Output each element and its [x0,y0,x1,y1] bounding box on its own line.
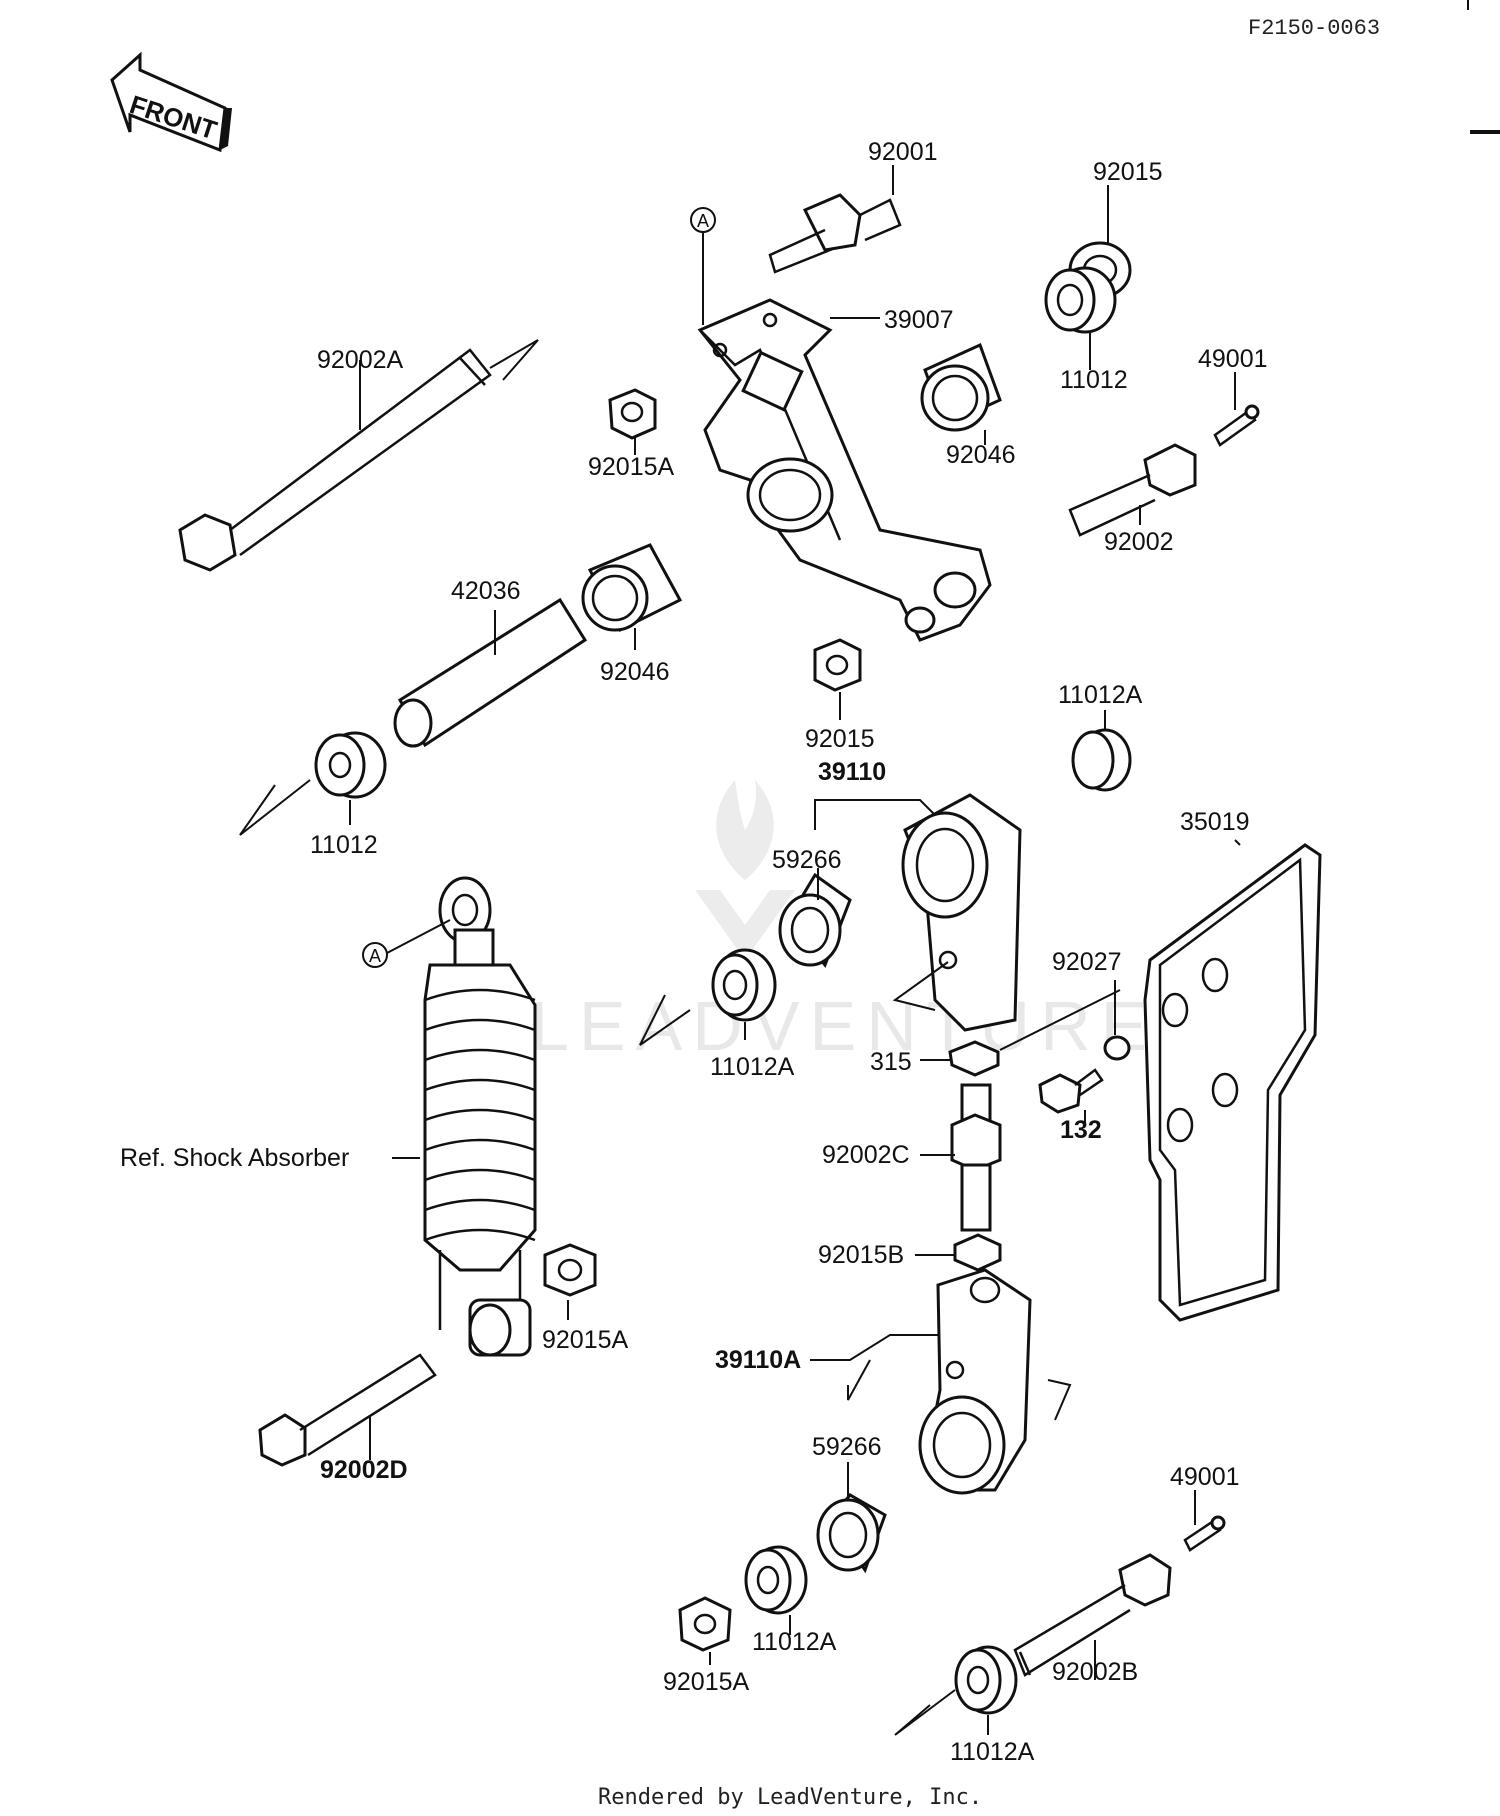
nut-92015A-mid [543,1243,597,1297]
label-39110A: 39110A [715,1346,801,1374]
collar-59266-bottom [816,1493,887,1574]
bolt-92002B [1013,1553,1172,1677]
label-92015A-bottom: 92015A [663,1668,750,1696]
label-92027: 92027 [1052,948,1122,976]
leader-315-cover [999,989,1121,1051]
label-92002A: 92002A [317,346,404,374]
callout-a-shock: A [362,919,451,968]
label-92002C: 92002C [822,1141,910,1169]
sleeve-42036 [393,597,588,748]
label-49001-bottom: 49001 [1170,1463,1240,1491]
label-315: 315 [870,1048,912,1076]
rocker-arm-39007 [697,298,992,642]
collar-59266-top [778,872,852,968]
washer-92027 [1103,1035,1131,1061]
bearing-92046-right [920,342,1002,432]
nut-92015A-top [608,388,657,440]
bushing-11012A-mid [639,948,777,1046]
cover-35019 [1143,843,1322,1322]
label-49001-top: 49001 [1198,345,1268,373]
callout-a-top: A [690,207,716,325]
watermark: LEADVENTURE [530,780,1157,1065]
bushing-11012-left [239,731,387,836]
reference-code: F2150-0063 [1248,16,1380,41]
part-labels: 92001 92015 39007 11012 49001 92002A 920… [120,138,1268,1766]
label-92002B: 92002B [1052,1658,1138,1686]
callout-a-shock-text: A [369,946,381,966]
stud-92002C [950,1083,1002,1232]
bushing-11012A-bottom-1 [744,1545,808,1615]
label-92015-mid: 92015 [805,725,875,753]
label-92046-left: 92046 [600,658,670,686]
label-92015A-top: 92015A [588,453,675,481]
label-59266-bottom: 59266 [812,1433,882,1461]
grease-fitting-49001-bottom [1183,1515,1226,1552]
label-11012A-bottom-1: 11012A [752,1628,837,1656]
footer-credit: Rendered by LeadVenture, Inc. [598,1785,982,1810]
link-rod-39110A [918,1268,1072,1495]
bolt-132 [1038,1068,1104,1114]
grease-fitting-49001-top [1213,404,1260,447]
label-11012A-mid: 11012A [710,1053,795,1081]
bushing-11012A-bottom-2 [894,1645,1018,1736]
label-92046-right: 92046 [946,441,1016,469]
label-59266-top: 59266 [772,846,842,874]
shock-absorber [423,876,537,1357]
bolt-92002 [1068,443,1197,537]
bolt-92001 [768,193,902,274]
bushing-11012A-right [1071,728,1132,792]
label-ref-shock-absorber: Ref. Shock Absorber [120,1144,349,1172]
label-42036: 42036 [451,577,521,605]
label-39110: 39110 [818,758,886,786]
label-35019: 35019 [1180,808,1250,836]
label-92015A-mid: 92015A [542,1326,629,1354]
label-92002: 92002 [1104,528,1174,556]
bolt-92002D [258,1353,437,1467]
label-132: 132 [1060,1116,1102,1144]
label-92015B: 92015B [818,1241,904,1269]
label-11012A-right: 11012A [1058,681,1143,709]
nut-92015B [953,1233,1002,1272]
front-arrow-icon: FRONT [110,51,232,153]
bearing-92046-left [581,543,683,633]
bushing-11012-top [1044,266,1117,334]
label-11012-top: 11012 [1060,366,1128,394]
label-92015-top: 92015 [1093,158,1163,186]
nut-92015-mid [813,638,862,692]
label-11012A-bottom-2: 11012A [950,1738,1035,1766]
watermark-text: LEADVENTURE [530,987,1157,1065]
bolt-92002A [178,339,539,572]
link-rod-39110 [892,793,1022,1032]
label-39007: 39007 [884,306,954,334]
label-11012-left: 11012 [310,831,378,859]
callout-a-top-text: A [697,211,709,231]
nut-315 [948,1040,1000,1077]
nut-92015A-bottom [678,1596,732,1652]
leader-lines [349,165,1241,1735]
label-92001: 92001 [868,138,938,166]
label-92002D: 92002D [320,1456,408,1484]
